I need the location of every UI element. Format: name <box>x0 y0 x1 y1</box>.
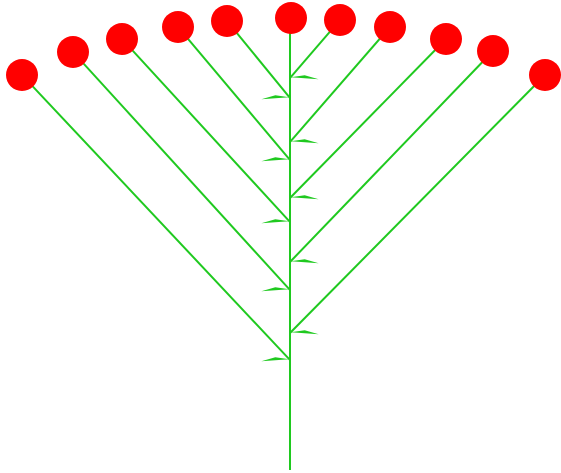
arrowhead-3 <box>261 219 289 223</box>
node-8 <box>374 11 406 43</box>
branch-line-1 <box>22 75 290 360</box>
arrowhead-9 <box>291 195 319 199</box>
branch-line-9 <box>290 39 446 198</box>
branch-lines <box>22 18 545 470</box>
node-4 <box>162 11 194 43</box>
arrowhead-10 <box>291 259 319 263</box>
arrowhead-8 <box>291 139 319 143</box>
branch-line-4 <box>178 27 290 160</box>
node-1 <box>6 59 38 91</box>
branch-line-8 <box>290 27 390 142</box>
node-2 <box>57 36 89 68</box>
node-3 <box>106 23 138 55</box>
arrowhead-4 <box>261 157 289 161</box>
arrowhead-5 <box>261 95 289 99</box>
arrowhead-2 <box>261 287 289 291</box>
arrowhead-11 <box>291 330 319 334</box>
node-11 <box>529 59 561 91</box>
node-5 <box>211 5 243 37</box>
branch-line-2 <box>73 52 290 290</box>
arrowhead-1 <box>261 357 289 361</box>
node-6 <box>275 2 307 34</box>
branch-line-11 <box>290 75 545 333</box>
node-10 <box>477 35 509 67</box>
arrowhead-7 <box>291 75 319 79</box>
node-7 <box>324 4 356 36</box>
node-9 <box>430 23 462 55</box>
branch-nodes <box>6 2 561 91</box>
